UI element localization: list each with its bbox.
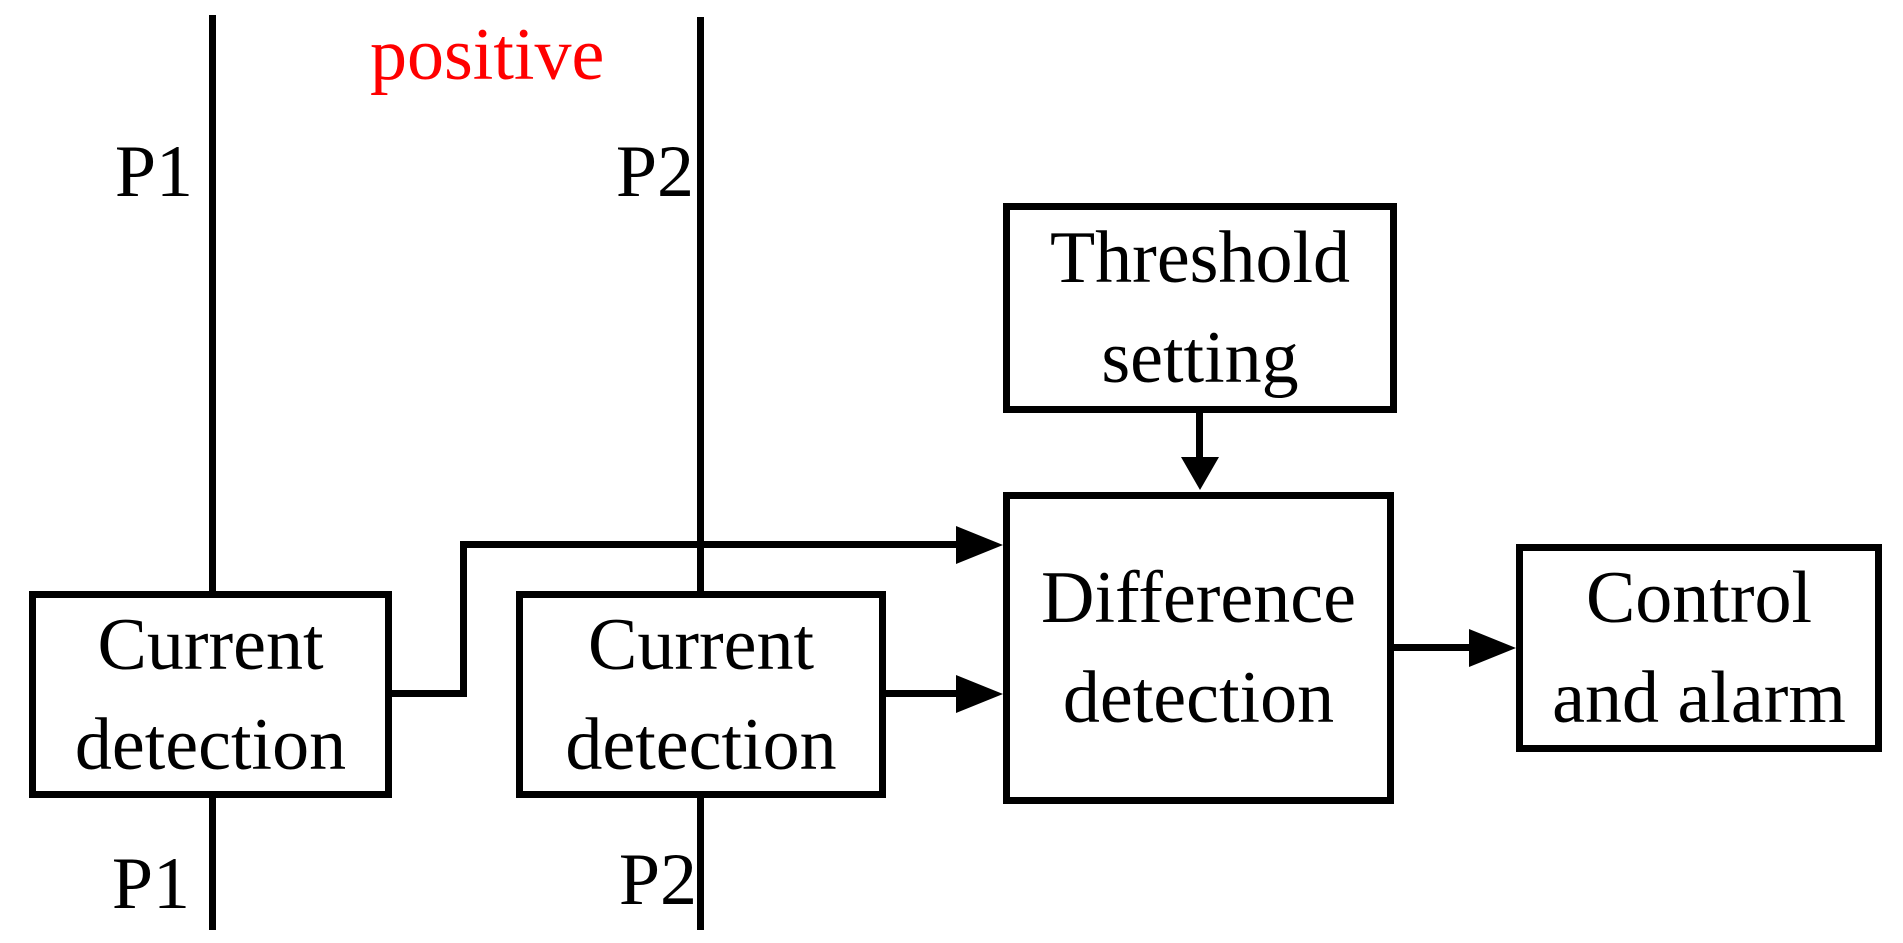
block-threshold-setting-line1: Threshold [1049,217,1351,299]
arrowhead-difference-into-control-icon [1469,629,1516,667]
connector-cd2-to-difference [886,690,956,697]
p2-top-label: P2 [615,131,694,213]
block-current-detection-2-line1: Current [587,603,815,686]
positive-label: positive [370,14,605,96]
block-control-and-alarm-line1: Control [1585,557,1813,639]
block-threshold-setting-line2: setting [1101,317,1299,399]
block-current-detection-1-line2: detection [74,703,347,786]
block-difference-detection-line1: Difference [1041,557,1356,639]
connector-cd1-to-difference [467,541,956,548]
p1-top-label: P1 [114,131,193,213]
block-control-and-alarm-line2: and alarm [1552,657,1846,739]
connector-difference-to-control [1394,644,1469,651]
power-line-p2-lower [697,798,704,930]
block-current-detection-2: Current detection [516,591,886,798]
arrowhead-threshold-into-difference-icon [1181,457,1219,490]
block-current-detection-1-line1: Current [97,603,324,686]
power-line-p2-upper [697,17,704,591]
connector-cd1-out [392,690,467,697]
block-difference-detection-line2: detection [1062,657,1335,739]
arrowhead-cd1-into-difference-icon [956,526,1003,564]
block-threshold-setting: Threshold setting [1003,203,1397,413]
p1-bottom-label: P1 [111,843,190,925]
arrowhead-cd2-into-difference-icon [956,675,1003,713]
block-difference-detection: Difference detection [1003,492,1394,804]
power-line-p1-lower [209,798,216,930]
block-control-and-alarm: Control and alarm [1516,544,1882,752]
power-line-p1-upper [209,15,216,591]
block-current-detection-1: Current detection [29,591,392,798]
p2-bottom-label: P2 [618,839,697,921]
block-current-detection-2-line2: detection [565,703,837,786]
connector-cd1-riser [460,541,467,697]
connector-threshold-to-difference [1196,413,1203,457]
